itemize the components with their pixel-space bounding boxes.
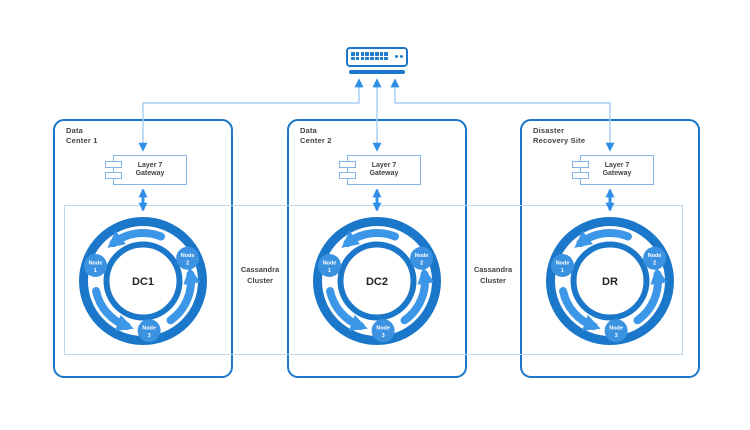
dc2-title-line: Data: [300, 126, 318, 135]
flow-line-dc1: [138, 78, 364, 152]
gateway-label-line: Gateway: [602, 170, 632, 177]
cluster-label-line: Cluster: [480, 276, 506, 285]
gateway-label-line: Layer 7: [137, 161, 163, 169]
dc2-title: Data Center 2: [300, 126, 332, 145]
switch-base-icon: [349, 70, 405, 74]
gateway-label-line: Layer 7: [371, 161, 397, 169]
rotation-arrow-icon: [574, 229, 632, 248]
node-label-num: 1: [561, 268, 564, 274]
component-tab-icon: [339, 161, 356, 168]
component-tab-icon: [105, 172, 122, 179]
node-label-num: 3: [382, 333, 385, 339]
cluster-core-label: DR: [602, 276, 618, 288]
dc1-contents: Data Center 1 Layer 7 Gateway DC1 Node: [53, 119, 233, 378]
node-label-num: 3: [148, 333, 151, 339]
ring-outer: [79, 217, 207, 345]
node-label-num: 2: [653, 261, 656, 267]
node-label-word: Node: [556, 261, 570, 267]
node-label-num: 1: [94, 268, 97, 274]
node-label-num: 3: [615, 333, 618, 339]
node-badge: Node 2: [410, 246, 434, 270]
rotation-arrow-icon: [92, 287, 134, 331]
gateway-component-dr: Layer 7 Gateway: [572, 155, 654, 185]
gateway-label-line: Gateway: [135, 170, 165, 177]
node-label-word: Node: [376, 326, 390, 332]
switch-ports-icon: [351, 52, 389, 61]
rotation-arrow-icon: [400, 266, 435, 325]
dc1-title: Data Center 1: [66, 126, 98, 145]
dc2-title-line: Center 2: [300, 135, 332, 145]
cluster-core-label: DC2: [366, 276, 388, 288]
node-badge: Node 1: [317, 254, 341, 278]
gateway-component-dc2: Layer 7 Gateway: [339, 155, 421, 185]
node-label-num: 2: [420, 261, 423, 267]
dc1-title-line: Center 1: [66, 135, 98, 145]
node-label-word: Node: [609, 326, 623, 332]
node-badge: Node 1: [550, 254, 574, 278]
rotation-arrow-icon: [326, 287, 368, 331]
node-label-word: Node: [415, 253, 429, 259]
switch-leds-icon: [395, 55, 403, 58]
component-tab-icon: [339, 172, 356, 179]
rotation-arrow-icon: [341, 229, 399, 248]
node-label-word: Node: [142, 326, 156, 332]
flow-line-dr: [390, 78, 615, 152]
node-badge: Node 3: [604, 319, 628, 343]
gateway-label-line: Layer 7: [604, 161, 630, 169]
component-tab-icon: [572, 161, 589, 168]
node-label-word: Node: [181, 253, 195, 259]
node-label-word: Node: [648, 253, 662, 259]
cluster-label-line: Cluster: [247, 276, 273, 285]
cassandra-ring-dr: DR Node 1 Node 2 Node 3: [546, 217, 674, 345]
node-label-word: Node: [323, 261, 337, 267]
rotation-arrow-icon: [107, 229, 165, 248]
dr-contents: Disaster Recovery Site Layer 7 Gateway D…: [520, 119, 700, 378]
dc1-title-line: Data: [66, 126, 84, 135]
cassandra-cluster-label: Cassandra Cluster: [232, 264, 288, 286]
node-label-num: 1: [328, 268, 331, 274]
gateway-component-dc1: Layer 7 Gateway: [105, 155, 187, 185]
dr-title-line: Disaster: [533, 126, 565, 135]
rotation-arrow-icon: [633, 266, 668, 325]
node-badge: Node 3: [137, 319, 161, 343]
node-label-num: 2: [186, 261, 189, 267]
component-tab-icon: [572, 172, 589, 179]
cluster-label-line: Cassandra: [240, 265, 280, 274]
component-tab-icon: [105, 161, 122, 168]
cassandra-ring-dc2: DC2 Node 1 Node 2 Node 3: [313, 217, 441, 345]
cassandra-ring-dc1: DC1 Node 1 Node 2 Node 3: [79, 217, 207, 345]
ring-inner: [103, 241, 183, 321]
node-badge: Node 1: [83, 254, 107, 278]
ring-inner: [337, 241, 417, 321]
rotation-arrow-icon: [559, 287, 601, 331]
cluster-core-label: DC1: [132, 276, 154, 288]
ring-outer: [313, 217, 441, 345]
dr-title: Disaster Recovery Site: [533, 126, 585, 145]
node-badge: Node 2: [643, 246, 667, 270]
dc2-contents: Data Center 2 Layer 7 Gateway DC2 Node: [287, 119, 467, 378]
gateway-label-line: Gateway: [369, 170, 399, 177]
node-badge: Node 3: [371, 319, 395, 343]
network-switch-icon: [346, 47, 408, 67]
rotation-arrow-icon: [166, 266, 201, 325]
cluster-label-line: Cassandra: [473, 265, 513, 274]
ring-outer: [546, 217, 674, 345]
dr-title-line: Recovery Site: [533, 135, 586, 145]
cassandra-cluster-label: Cassandra Cluster: [465, 264, 521, 286]
ring-inner: [570, 241, 650, 321]
node-label-word: Node: [89, 261, 103, 267]
node-badge: Node 2: [176, 246, 200, 270]
